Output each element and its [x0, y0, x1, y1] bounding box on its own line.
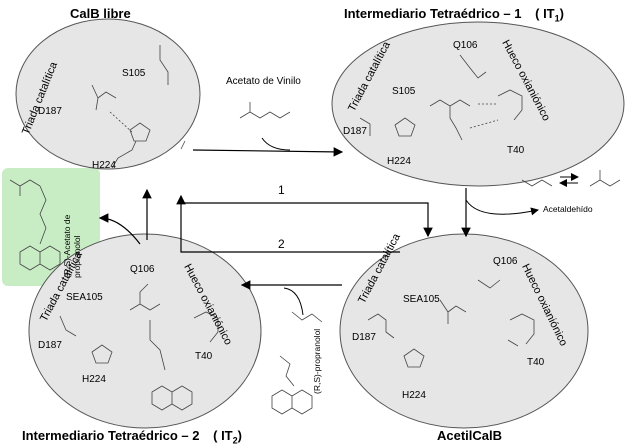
propranolol-in-arrow: [283, 287, 304, 316]
it1-ser-label: S105: [392, 86, 416, 97]
acetyl-title: AcetilCalB: [437, 428, 503, 443]
pathway-1-number: 1: [278, 183, 285, 197]
it2-ser-label: SEA105: [66, 292, 103, 303]
it2-his-label: H224: [82, 374, 106, 385]
free-asp-label: D187: [38, 106, 62, 117]
active-site-free: [15, 18, 201, 170]
free-his-label: H224: [92, 160, 116, 171]
it1-q-label: Q106: [453, 40, 478, 51]
it1-thr-label: T40: [507, 145, 525, 156]
it1-structures: [359, 54, 523, 141]
acetyl-asp-label: D187: [352, 332, 376, 343]
product-structure: [9, 179, 61, 271]
vinyl-acetate-structure: [239, 102, 291, 119]
acetyl-q-label: Q106: [493, 256, 518, 267]
free-structures: [91, 45, 186, 169]
acetyl-thr-label: T40: [527, 357, 545, 368]
acetyl-structures: [367, 279, 535, 368]
it1-his-label: H224: [387, 156, 411, 167]
vinyl-acetate-in-arrow: [261, 137, 291, 151]
vinyl-acetate-label: Acetato de Vinilo: [226, 76, 301, 87]
it1-asp-label: D187: [343, 126, 367, 137]
it2-structures: [59, 283, 219, 411]
pathway-1-line: [181, 202, 433, 238]
free-ser-label: S105: [122, 68, 146, 79]
acetyl-his-label: H224: [402, 390, 426, 401]
pathway-2-line: [176, 194, 400, 253]
propranolol-label: (R,S)-propranolol: [312, 328, 322, 394]
it2-asp-label: D187: [38, 340, 62, 351]
arrow-free-to-it1: [192, 147, 344, 157]
it1-title: Intermediario Tetraédrico – 1 ( IT1): [344, 6, 564, 24]
it2-q-label: Q106: [130, 264, 155, 275]
it2-title: Intermediario Tetraédrico – 2 ( IT2): [22, 428, 242, 446]
acetyl-ser-label: SEA105: [403, 294, 440, 305]
acetaldehyde-label: Acetaldehído: [543, 204, 593, 214]
pathway-2-number: 2: [278, 237, 285, 251]
propranolol-structure: [271, 311, 323, 415]
active-site-it2: [28, 233, 262, 429]
acetaldehyde-structures: [521, 170, 621, 187]
free-title: CalB libre: [70, 6, 131, 21]
it2-thr-label: T40: [195, 351, 213, 362]
propranolol-acetate-label: (R,S)-Acetato de propranolol: [62, 214, 82, 278]
arrow-it2-to-product: [98, 213, 141, 245]
acetaldehyde-out-arrow: [465, 199, 539, 216]
